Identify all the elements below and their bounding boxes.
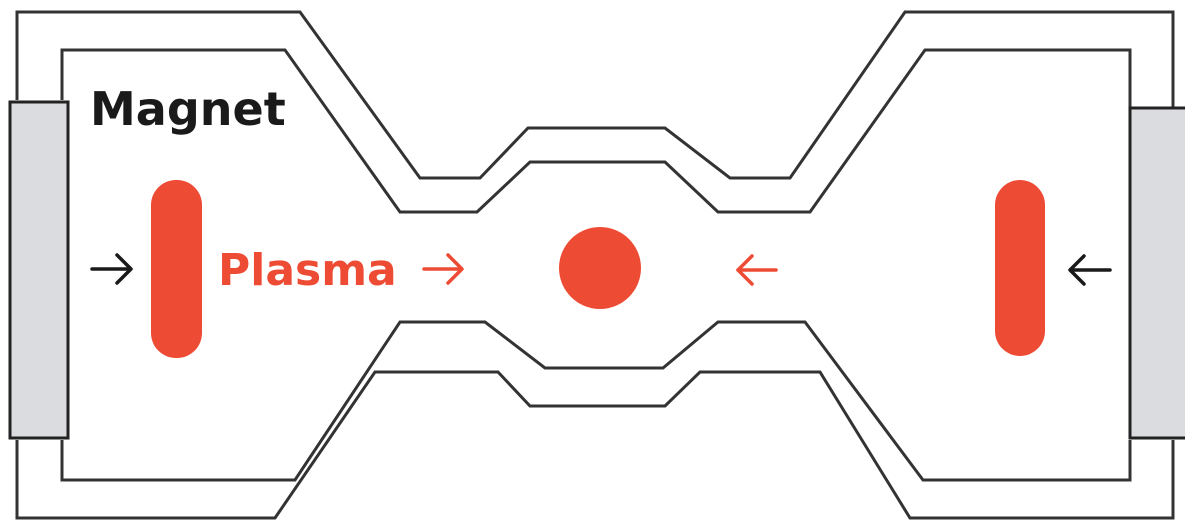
plasma-arrow-left-icon — [736, 254, 778, 286]
plasma-label: Plasma — [218, 245, 397, 296]
inner-wall-outline — [60, 48, 1132, 482]
plasma-core — [559, 227, 641, 309]
magnet-right — [1128, 106, 1185, 440]
plasma-sheet-right — [995, 180, 1045, 356]
magnet-left — [8, 100, 70, 440]
arrow-right-icon — [90, 253, 133, 285]
arrow-left-icon — [1068, 254, 1112, 286]
plasma-arrow-right-icon — [422, 253, 464, 285]
outer-wall-outline — [15, 10, 1175, 520]
magnet-label: Magnet — [90, 82, 286, 136]
plasma-sheet-left — [151, 180, 202, 358]
